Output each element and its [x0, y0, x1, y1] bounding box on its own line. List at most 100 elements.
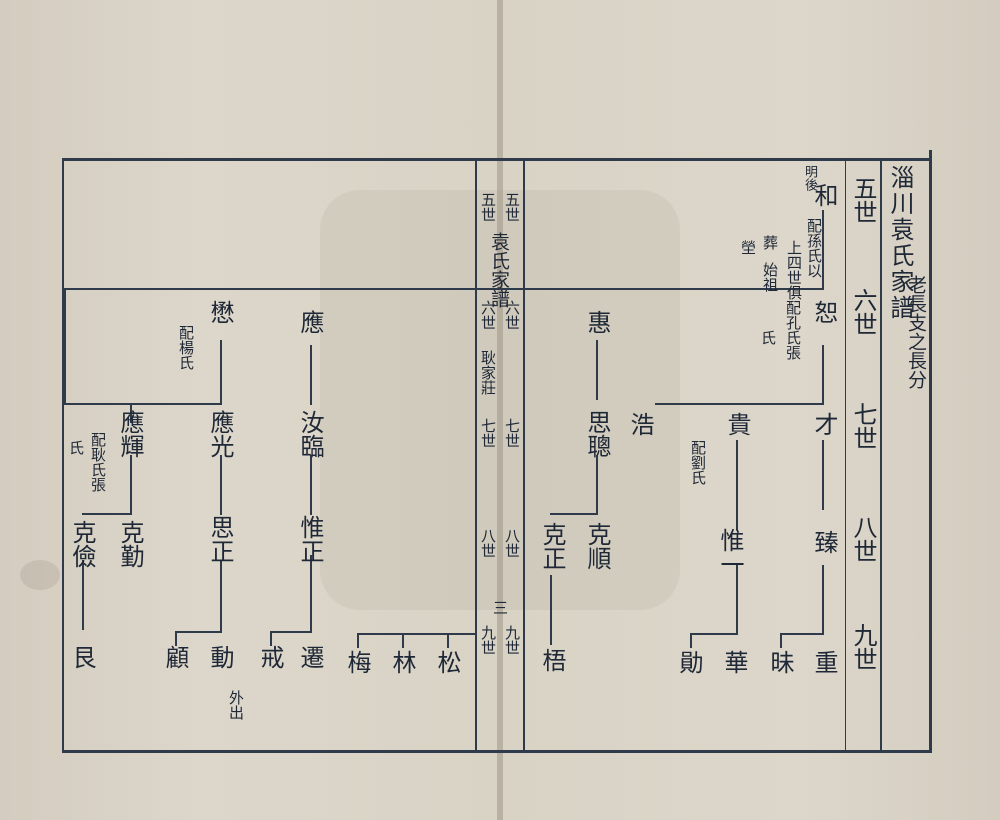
person-lin: 林 [388, 650, 416, 674]
mao-spouse: 配楊氏 [177, 325, 195, 370]
center-gen-7-left: 七世 [479, 418, 497, 448]
center-gen-8-left: 八世 [479, 528, 497, 558]
person-sicong: 思聰 [583, 410, 611, 458]
yinghui-spouse-2: 氏 [67, 440, 85, 455]
center-gen-9-right: 九世 [503, 625, 521, 655]
center-page-number: 三 [491, 600, 509, 615]
book-title: 淄川袁氏家譜 [886, 165, 914, 321]
he-spouse-2: 上四世俱 [785, 240, 803, 300]
person-gui: 貴 [723, 412, 751, 436]
gen7-yinghui-line [82, 513, 132, 515]
gen8-zhen-line [780, 633, 824, 635]
kezheng-trunk [550, 575, 552, 645]
person-mei: 梅 [343, 650, 371, 674]
center-gen-8-right: 八世 [503, 528, 521, 558]
mei-drop [357, 633, 359, 648]
cai-trunk [822, 440, 824, 510]
sicong-trunk [596, 455, 598, 515]
jie-drop [270, 631, 272, 646]
center-gen-6-left: 六世 [479, 300, 497, 330]
yinghui-spouse: 配耿氏張 [89, 432, 107, 492]
person-qian: 遷 [296, 645, 324, 669]
person-jie: 戒 [256, 645, 284, 669]
gen5-branch-line [64, 288, 824, 290]
gui-trunk [736, 440, 738, 530]
title-column-rule [880, 158, 882, 753]
person-weizheng: 惟正 [296, 515, 324, 563]
person-zhen: 臻 [810, 530, 838, 554]
song-drop [447, 633, 449, 648]
he-note: 明後 [802, 165, 817, 191]
gen-label-8: 八世 [849, 515, 877, 563]
dong-note: 外出 [227, 690, 245, 720]
weiyi-trunk [736, 565, 738, 635]
gen-label-6: 六世 [849, 288, 877, 336]
gu-drop [175, 631, 177, 646]
gen6-mao-line [64, 403, 222, 405]
yinghui-drop [130, 403, 132, 423]
sizheng-trunk [220, 560, 222, 633]
person-kejian: 克儉 [68, 520, 96, 568]
gen-label-9: 九世 [849, 623, 877, 671]
gen8-weiyi-line [690, 633, 738, 635]
weizheng-trunk [310, 555, 312, 633]
hui-trunk [596, 340, 598, 400]
person-song: 松 [433, 650, 461, 674]
mao-trunk [220, 340, 222, 405]
center-rule-right [523, 158, 525, 753]
watermark-seal [320, 190, 680, 610]
book-spine [497, 0, 503, 820]
person-sizheng: 思正 [206, 515, 234, 563]
person-hao: 浩 [626, 412, 654, 436]
person-rulin: 汝臨 [296, 410, 324, 458]
person-weiyi: 惟一 [716, 528, 744, 576]
center-gen-6-right: 六世 [503, 300, 521, 330]
person-ge: 梧 [538, 648, 566, 672]
shu-trunk [822, 345, 824, 405]
person-zhong: 重 [810, 650, 838, 674]
right-page [503, 0, 1000, 820]
center-gen-9-left: 九世 [479, 625, 497, 655]
frame-right [929, 150, 932, 753]
center-gen-5-right: 五世 [503, 192, 521, 222]
center-gen-7-right: 七世 [503, 418, 521, 448]
person-kezheng: 克正 [538, 522, 566, 570]
gen-label-7: 七世 [849, 402, 877, 450]
person-yinghui: 應輝 [116, 410, 144, 458]
person-shu: 恕 [810, 300, 838, 324]
yinghui-trunk [130, 455, 132, 515]
center-gen-5-left: 五世 [479, 192, 497, 222]
shu-spouse: 配孔氏張 [784, 300, 802, 360]
frame-top [62, 158, 930, 161]
gen8-sizheng-line [175, 631, 222, 633]
center-title: 袁氏家譜 [488, 232, 510, 308]
center-place: 耿家莊 [479, 350, 497, 395]
wei-drop [780, 633, 782, 648]
person-gu: 顧 [161, 645, 189, 669]
person-he: 和 [810, 183, 838, 207]
gui-spouse: 配劉氏 [689, 440, 707, 485]
shu-spouse-2: 氏 [759, 330, 777, 345]
person-hui: 惠 [583, 310, 611, 334]
kejian-trunk [82, 560, 84, 630]
rulin-trunk [310, 455, 312, 515]
person-keshun: 克順 [583, 522, 611, 570]
person-ying: 應 [296, 310, 324, 334]
person-mao: 懋 [206, 300, 234, 324]
ying-trunk [310, 345, 312, 405]
center-rule-left [475, 158, 477, 753]
he-trunk [822, 210, 824, 290]
person-hua: 華 [720, 650, 748, 674]
gen9-song-line [357, 633, 475, 635]
gen8-weizheng-line [270, 631, 312, 633]
he-burial-3: 塋 [739, 240, 757, 255]
person-gen: 艮 [68, 645, 96, 669]
ink-stain [20, 560, 60, 590]
he-burial: 葬 [761, 235, 779, 250]
left-page [0, 0, 497, 820]
branch-subtitle: 老長支之長分 [905, 275, 927, 389]
left-trunk [64, 290, 66, 405]
person-dong: 動 [206, 645, 234, 669]
person-yingguang: 應光 [206, 410, 234, 458]
person-xun: 勛 [675, 650, 703, 674]
